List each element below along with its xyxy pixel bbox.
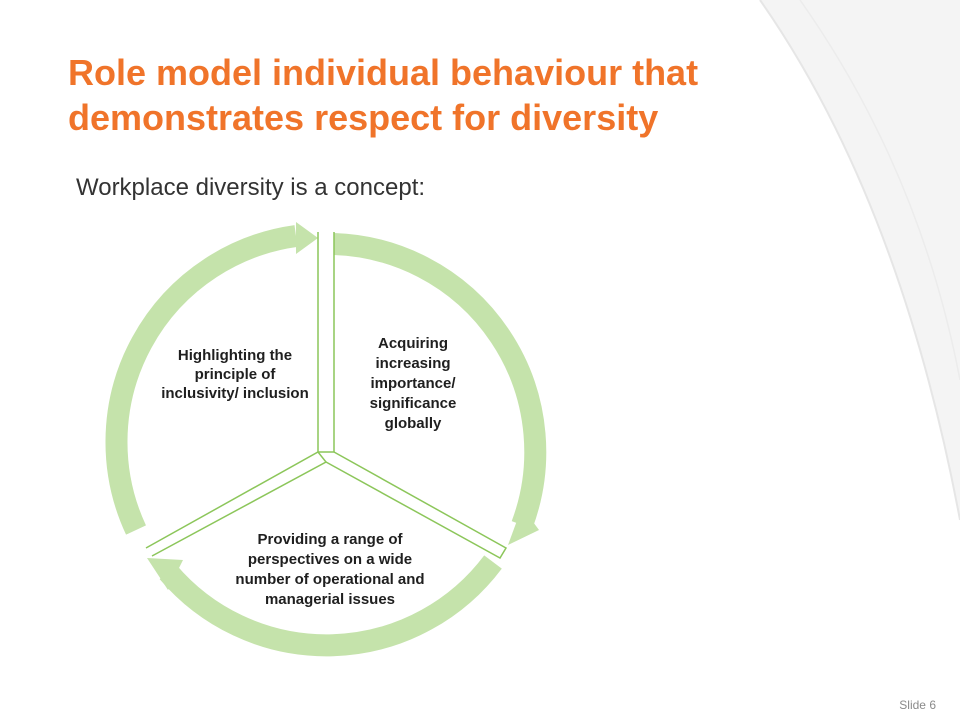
arrowhead-1	[508, 507, 539, 545]
slide-subtitle: Workplace diversity is a concept:	[76, 174, 426, 201]
cycle-ring	[105, 225, 547, 657]
segment-label-highlighting: Highlighting the principle of inclusivit…	[161, 347, 309, 402]
divider-right	[325, 451, 508, 560]
cycle-arc-1	[333, 233, 547, 529]
slide-title: Role model individual behaviour that dem…	[68, 52, 699, 138]
cycle-arc-3	[105, 225, 298, 535]
cycle-arc-2	[159, 555, 502, 657]
cycle-dividers	[145, 232, 508, 560]
segment-label-acquiring: Acquiring increasing importance/ signifi…	[369, 335, 457, 432]
divider-left	[145, 451, 328, 557]
segment-label-providing: Providing a range of perspectives on a w…	[235, 531, 425, 608]
arrowhead-2	[147, 558, 183, 590]
divider-top	[317, 232, 335, 453]
slide-number: Slide 6	[899, 698, 936, 712]
cycle-arrowheads	[147, 222, 539, 590]
arrowhead-3	[296, 222, 318, 254]
